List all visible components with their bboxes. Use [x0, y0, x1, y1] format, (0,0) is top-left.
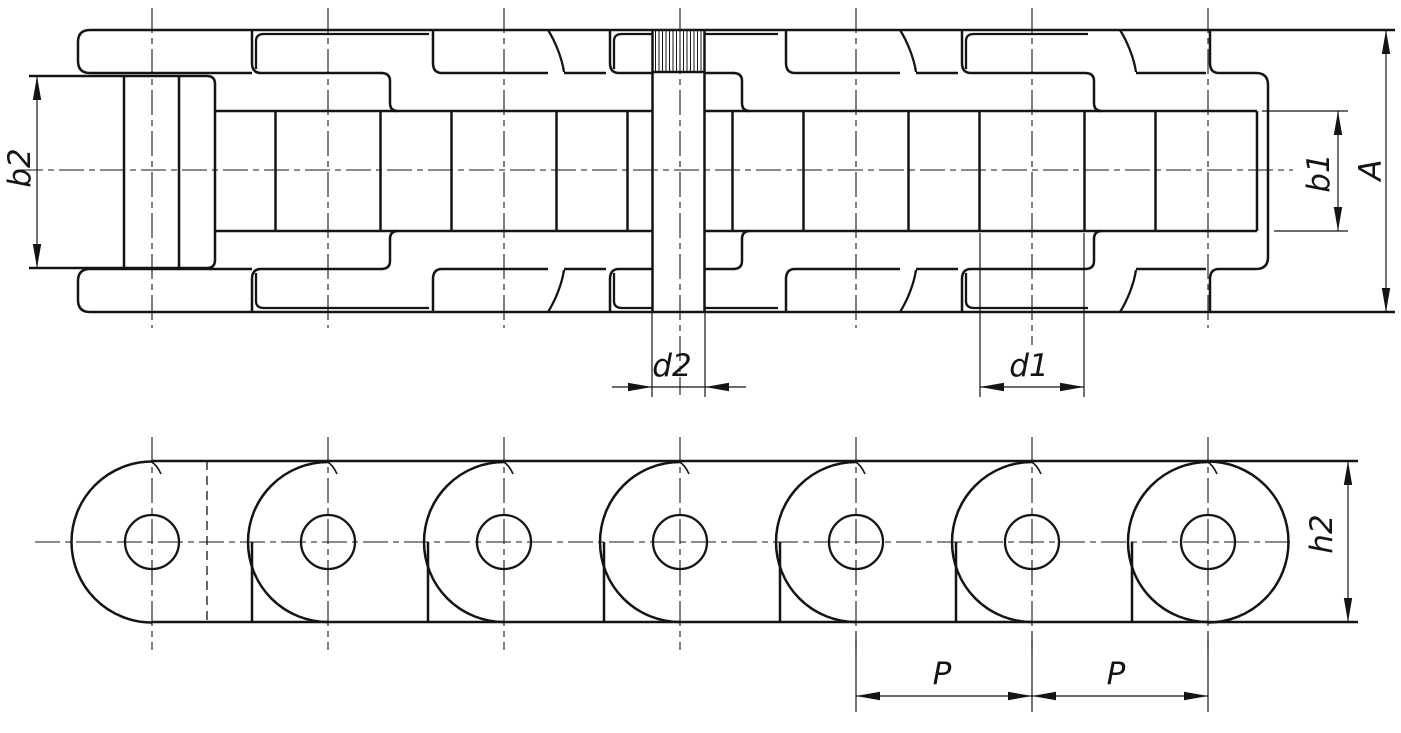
plate-straight-ends	[250, 542, 1134, 622]
b2-arrow-up	[32, 76, 42, 100]
knurled-pin	[651, 30, 706, 312]
back-plate-edges-bottom	[254, 273, 1088, 310]
dimension-h2: h2	[1304, 461, 1353, 622]
back-plate-edges-top	[254, 32, 1088, 69]
dim-label-h2: h2	[1304, 514, 1340, 553]
p1-arrow-right	[1008, 691, 1032, 701]
dim-label-b2: b2	[2, 148, 38, 187]
dimension-pitch: P P	[855, 635, 1209, 712]
left-end-cap-arc	[70, 460, 153, 624]
centerlines	[18, 8, 1293, 650]
p1-arrow-left	[856, 691, 880, 701]
roller-band	[215, 109, 1259, 233]
b1-arrow-up	[1333, 111, 1343, 135]
pin-body	[653, 31, 704, 311]
d1-arrow-right	[1060, 382, 1084, 392]
plate-end-curves	[547, 29, 1138, 313]
plate-end-nicks	[149, 460, 1218, 475]
top-view	[29, 28, 1395, 314]
inner-plate-end-cap	[1255, 71, 1270, 271]
outer-plate-joints-bottom	[76, 267, 1256, 312]
end-plate-block	[29, 74, 217, 270]
roller-edges	[274, 111, 1157, 231]
dimension-d1: d1	[979, 233, 1085, 397]
b2-arrow-down	[32, 244, 42, 268]
dim-label-p1: P	[933, 656, 952, 692]
pin-outline	[651, 30, 706, 312]
outer-top-edge	[76, 28, 1395, 43]
d2-arrow-right	[628, 382, 652, 392]
pitch-lines	[855, 635, 1209, 712]
h2-arrow-down	[1343, 598, 1353, 622]
d2-arrow-left	[705, 382, 729, 392]
inner-plate-steps	[380, 71, 1103, 271]
side-view-vertical-centerlines	[151, 437, 1209, 650]
dim-label-A: A	[1353, 159, 1389, 182]
dim-label-d1: d1	[1009, 348, 1048, 384]
dimension-b1: b1	[1262, 110, 1348, 232]
h2-arrow-up	[1343, 461, 1353, 485]
roller-band-lines	[215, 109, 1259, 233]
p2-arrow-right	[1184, 691, 1208, 701]
dimension-A: A	[1353, 30, 1391, 312]
d1-arrow-left	[980, 382, 1004, 392]
p2-arrow-left	[1032, 691, 1056, 701]
outer-plate-joints-top	[76, 30, 1256, 75]
dimensions: b2 b1 A d2 d1	[2, 30, 1391, 712]
outer-bottom-edge	[76, 299, 1395, 314]
A-arrow-down	[1381, 288, 1391, 312]
dimension-d2: d2	[612, 313, 746, 397]
dim-label-d2: d2	[652, 348, 691, 384]
A-arrow-up	[1381, 30, 1391, 54]
dim-label-p2: P	[1107, 656, 1126, 692]
dimension-b2: b2	[2, 76, 42, 268]
dim-label-b1: b1	[1301, 153, 1337, 192]
b1-arrow-down	[1333, 207, 1343, 231]
